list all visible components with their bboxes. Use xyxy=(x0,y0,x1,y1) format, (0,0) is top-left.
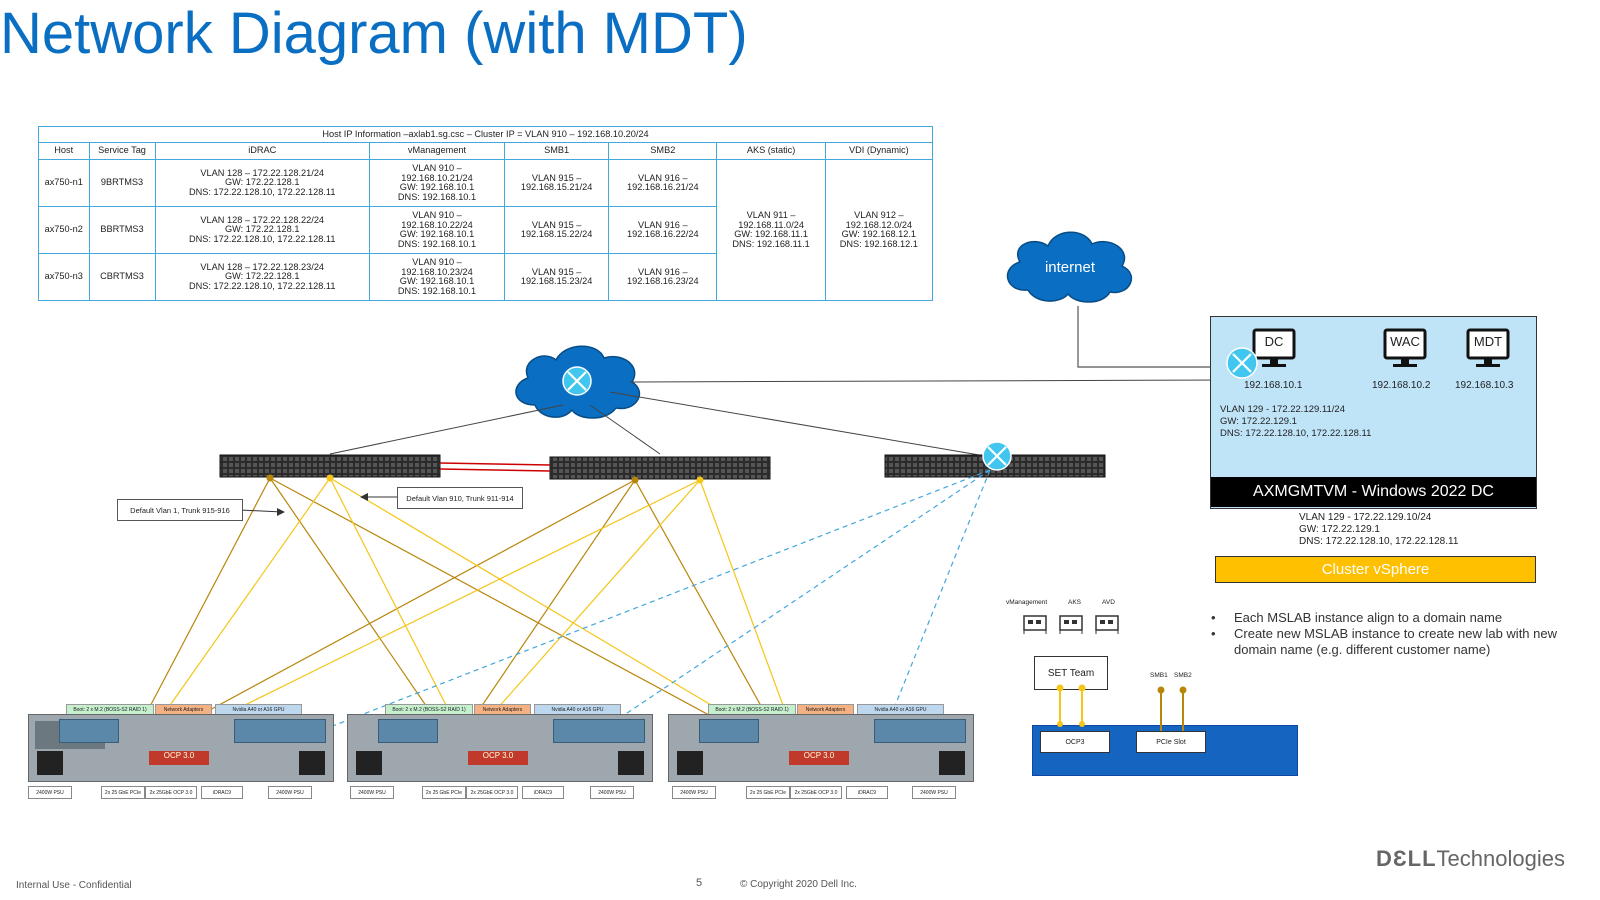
set-team-box: SET Team xyxy=(1034,656,1108,690)
smb1-cell: VLAN 915 –192.168.15.22/24 xyxy=(504,206,610,254)
wac-monitor-icon xyxy=(1383,328,1427,367)
internet-link xyxy=(1077,306,1232,368)
psu-label: 2400W PSU xyxy=(350,786,394,799)
psu-label: 2400W PSU xyxy=(590,786,634,799)
psu-label: 2400W PSU xyxy=(28,786,72,799)
dc-monitor-icon xyxy=(1252,328,1296,367)
mgmt-router-icon xyxy=(1226,347,1258,379)
ocp-label: 2x 25GbE OCP 3.0 xyxy=(466,786,518,799)
pcie-slot-box: PCIe Slot xyxy=(1136,731,1206,753)
notes-list: Each MSLAB instance align to a domain na… xyxy=(1208,610,1588,658)
note-middle-switch: Default Vlan 910, Trunk 911-914 xyxy=(397,487,523,509)
page-title: Network Diagram (with MDT) xyxy=(0,1,748,66)
internet-cloud: internet xyxy=(1006,231,1133,303)
switch-middle xyxy=(549,456,771,480)
switch-left xyxy=(219,454,441,478)
server-chassis: OCP 3.0 xyxy=(347,714,653,782)
vm-name: DC xyxy=(1264,334,1284,349)
table-row: ax750-n2 BBRTMS3 VLAN 128 – 172.22.128.2… xyxy=(38,206,933,254)
nic-card-icon xyxy=(1059,615,1083,634)
server-chassis: OCP 3.0 xyxy=(668,714,974,782)
server-chassis: OCP 3.0 xyxy=(28,714,334,782)
psu-label: 2400W PSU xyxy=(912,786,956,799)
core-router-cloud xyxy=(515,345,640,419)
mgmt-host-title: AXMGMTVM - Windows 2022 DC xyxy=(1211,477,1536,507)
idrac-label: iDRAC9 xyxy=(522,786,564,799)
service-tag-cell: BBRTMS3 xyxy=(88,206,156,254)
ocp-label: 2x 25GbE OCP 3.0 xyxy=(790,786,842,799)
ocp-label: 2x 25GbE OCP 3.0 xyxy=(145,786,197,799)
psu-label: 2400W PSU xyxy=(672,786,716,799)
pcie-label: 2x 25 GbE PCIe xyxy=(746,786,790,799)
pcie-label: 2x 25 GbE PCIe xyxy=(101,786,145,799)
page-number: 5 xyxy=(696,877,703,889)
vm-ip: 192.168.10.3 xyxy=(1455,380,1514,391)
host-cell: ax750-n2 xyxy=(38,206,90,254)
smb-label: SMB1 xyxy=(1150,672,1168,679)
ocp-slot: OCP 3.0 xyxy=(789,751,849,765)
smb2-cell: VLAN 916 –192.168.16.21/24 xyxy=(608,159,718,207)
nic-card-icon xyxy=(1023,615,1047,634)
note-left-switch: Default Vlan 1, Trunk 915-916 xyxy=(117,499,243,521)
ocp-slot: OCP 3.0 xyxy=(149,751,209,765)
list-item: Each MSLAB instance align to a domain na… xyxy=(1208,610,1588,626)
nic-label: vManagement xyxy=(1006,599,1048,606)
table-row: ax750-n3 CBRTMS3 VLAN 128 – 172.22.128.2… xyxy=(38,253,933,301)
ocp3-box: OCP3 xyxy=(1040,731,1110,753)
nic-label: AVD xyxy=(1102,599,1115,606)
smb2-cell: VLAN 916 –192.168.16.23/24 xyxy=(608,253,718,301)
vm-name: WAC xyxy=(1390,334,1420,349)
host-ip-table: Host IP Information –axlab1.sg.csc – Clu… xyxy=(38,126,934,301)
idrac-label: iDRAC9 xyxy=(201,786,243,799)
legend-links xyxy=(1056,684,1187,731)
pcie-label: 2x 25 GbE PCIe xyxy=(422,786,466,799)
psu-label: 2400W PSU xyxy=(268,786,312,799)
ocp-slot: OCP 3.0 xyxy=(468,751,528,765)
vm-name: MDT xyxy=(1473,334,1503,349)
service-tag-cell: CBRTMS3 xyxy=(88,253,156,301)
mdt-monitor-icon xyxy=(1466,328,1510,367)
nic-card-icon xyxy=(1095,615,1119,634)
smb1-cell: VLAN 915 –192.168.15.21/24 xyxy=(504,159,610,207)
mgmt-vm-icons xyxy=(1226,328,1510,379)
service-tag-cell: 9BRTMS3 xyxy=(88,159,156,207)
smb-label: SMB2 xyxy=(1174,672,1192,679)
copyright: © Copyright 2020 Dell Inc. xyxy=(740,879,857,890)
list-item: Create new MSLAB instance to create new … xyxy=(1208,626,1588,658)
vm-ip: 192.168.10.1 xyxy=(1244,380,1303,391)
idrac-label: iDRAC9 xyxy=(846,786,888,799)
nic-legend xyxy=(1023,615,1119,634)
mgmt-switch-router-icon xyxy=(982,441,1012,471)
dell-technologies-logo: DƐLLTechnologies xyxy=(1376,846,1565,871)
vm-ip: 192.168.10.2 xyxy=(1372,380,1431,391)
cluster-vsphere: Cluster vSphere xyxy=(1215,556,1536,583)
table-row: ax750-n1 9BRTMS3 VLAN 128 – 172.22.128.2… xyxy=(38,159,934,301)
smb2-cell: VLAN 916 –192.168.16.22/24 xyxy=(608,206,718,254)
internet-label: internet xyxy=(1045,259,1096,276)
smb1-cell: VLAN 915 –192.168.15.23/24 xyxy=(504,253,610,301)
host-cell: ax750-n3 xyxy=(38,253,90,301)
nic-label: AKS xyxy=(1068,599,1082,606)
classification-label: Internal Use - Confidential xyxy=(16,880,132,891)
